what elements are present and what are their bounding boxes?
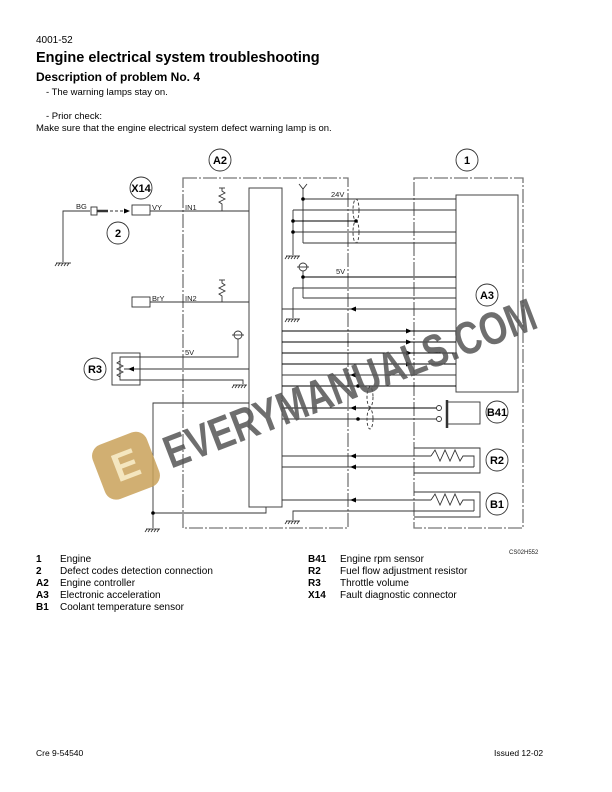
pin-label-in2: IN2 <box>185 294 197 303</box>
legend-item: R3 Throttle volume <box>308 578 467 590</box>
voltage-label-5v-left: 5V <box>185 348 194 357</box>
legend-text: Throttle volume <box>340 578 409 589</box>
callout-x14: X14 <box>131 183 151 195</box>
legend-text: Fuel flow adjustment resistor <box>340 566 468 577</box>
ground-icon <box>231 384 247 389</box>
legend-item: B1 Coolant temperature sensor <box>36 602 213 614</box>
footer-doc-code: Cre 9-54540 <box>36 748 84 758</box>
callout-1: 1 <box>464 155 470 167</box>
legend-item: 2 Defect codes detection connection <box>36 566 213 578</box>
wire-label-bry: BrY <box>152 294 165 303</box>
legend-text: Engine controller <box>60 578 136 589</box>
legend-key: B41 <box>308 554 327 565</box>
legend-key: A3 <box>36 590 49 601</box>
footer-issue: Issued 12-02 <box>494 748 544 758</box>
prior-check-label: - Prior check: <box>46 111 102 122</box>
legend-item: B41 Engine rpm sensor <box>308 554 467 566</box>
pin-label-in1: IN1 <box>185 203 197 212</box>
legend-item: A2 Engine controller <box>36 578 213 590</box>
legend-key: 2 <box>36 566 42 577</box>
svg-text:EVERYMANUALS.COM: EVERYMANUALS.COM <box>156 288 543 478</box>
legend-text: Fault diagnostic connector <box>340 590 457 601</box>
ground-icon <box>284 318 300 323</box>
callout-2: 2 <box>115 228 121 240</box>
legend-key: 1 <box>36 554 42 565</box>
legend-left: 1 Engine 2 Defect codes detection connecti… <box>36 554 213 614</box>
legend-right: B41 Engine rpm sensor R2 Fuel flow adjustm… <box>308 554 467 602</box>
legend-item: X14 Fault diagnostic connector <box>308 590 467 602</box>
legend-item: R2 Fuel flow adjustment resistor <box>308 566 467 578</box>
legend-text: Defect codes detection connection <box>60 566 213 577</box>
wire-label-vy: VY <box>152 203 162 212</box>
legend-item: 1 Engine <box>36 554 213 566</box>
legend-text: Engine <box>60 554 92 565</box>
legend-key: X14 <box>308 590 326 601</box>
callout-r3: R3 <box>88 364 102 376</box>
section-title: Description of problem No. 4 <box>36 70 201 84</box>
legend-key: R3 <box>308 578 321 589</box>
ground-icon <box>54 262 71 267</box>
ground-icon <box>284 520 300 525</box>
legend-key: A2 <box>36 578 49 589</box>
figure-code: CS02H552 <box>509 550 539 556</box>
legend-key: R2 <box>308 566 321 577</box>
callout-r2: R2 <box>490 455 504 467</box>
page-title: Engine electrical system troubleshooting <box>36 50 320 66</box>
ground-icon <box>284 255 300 260</box>
callout-a3: A3 <box>480 290 494 302</box>
electronic-acceleration-block <box>455 194 519 393</box>
legend-text: Electronic acceleration <box>60 590 161 601</box>
watermark: E EVERYMANUALS.COM <box>92 288 543 500</box>
engine-controller-block <box>248 187 283 508</box>
prior-check-text: Make sure that the engine electrical sys… <box>36 123 332 134</box>
callout-b1: B1 <box>490 499 504 511</box>
voltage-label-24v: 24V <box>331 190 344 199</box>
watermark-logo <box>92 431 160 500</box>
legend-item: A3 Electronic acceleration <box>36 590 213 602</box>
callout-a2: A2 <box>213 155 227 167</box>
wire-label-bg: BG <box>76 202 87 211</box>
legend-text: Coolant temperature sensor <box>60 602 184 613</box>
callout-b41: B41 <box>487 407 507 419</box>
legend-key: B1 <box>36 602 49 613</box>
legend-text: Engine rpm sensor <box>340 554 424 565</box>
page-number: 4001-52 <box>36 35 73 46</box>
voltage-label-5v-right: 5V <box>336 267 345 276</box>
ground-icon <box>144 528 160 533</box>
symptom-text: - The warning lamps stay on. <box>46 87 168 98</box>
